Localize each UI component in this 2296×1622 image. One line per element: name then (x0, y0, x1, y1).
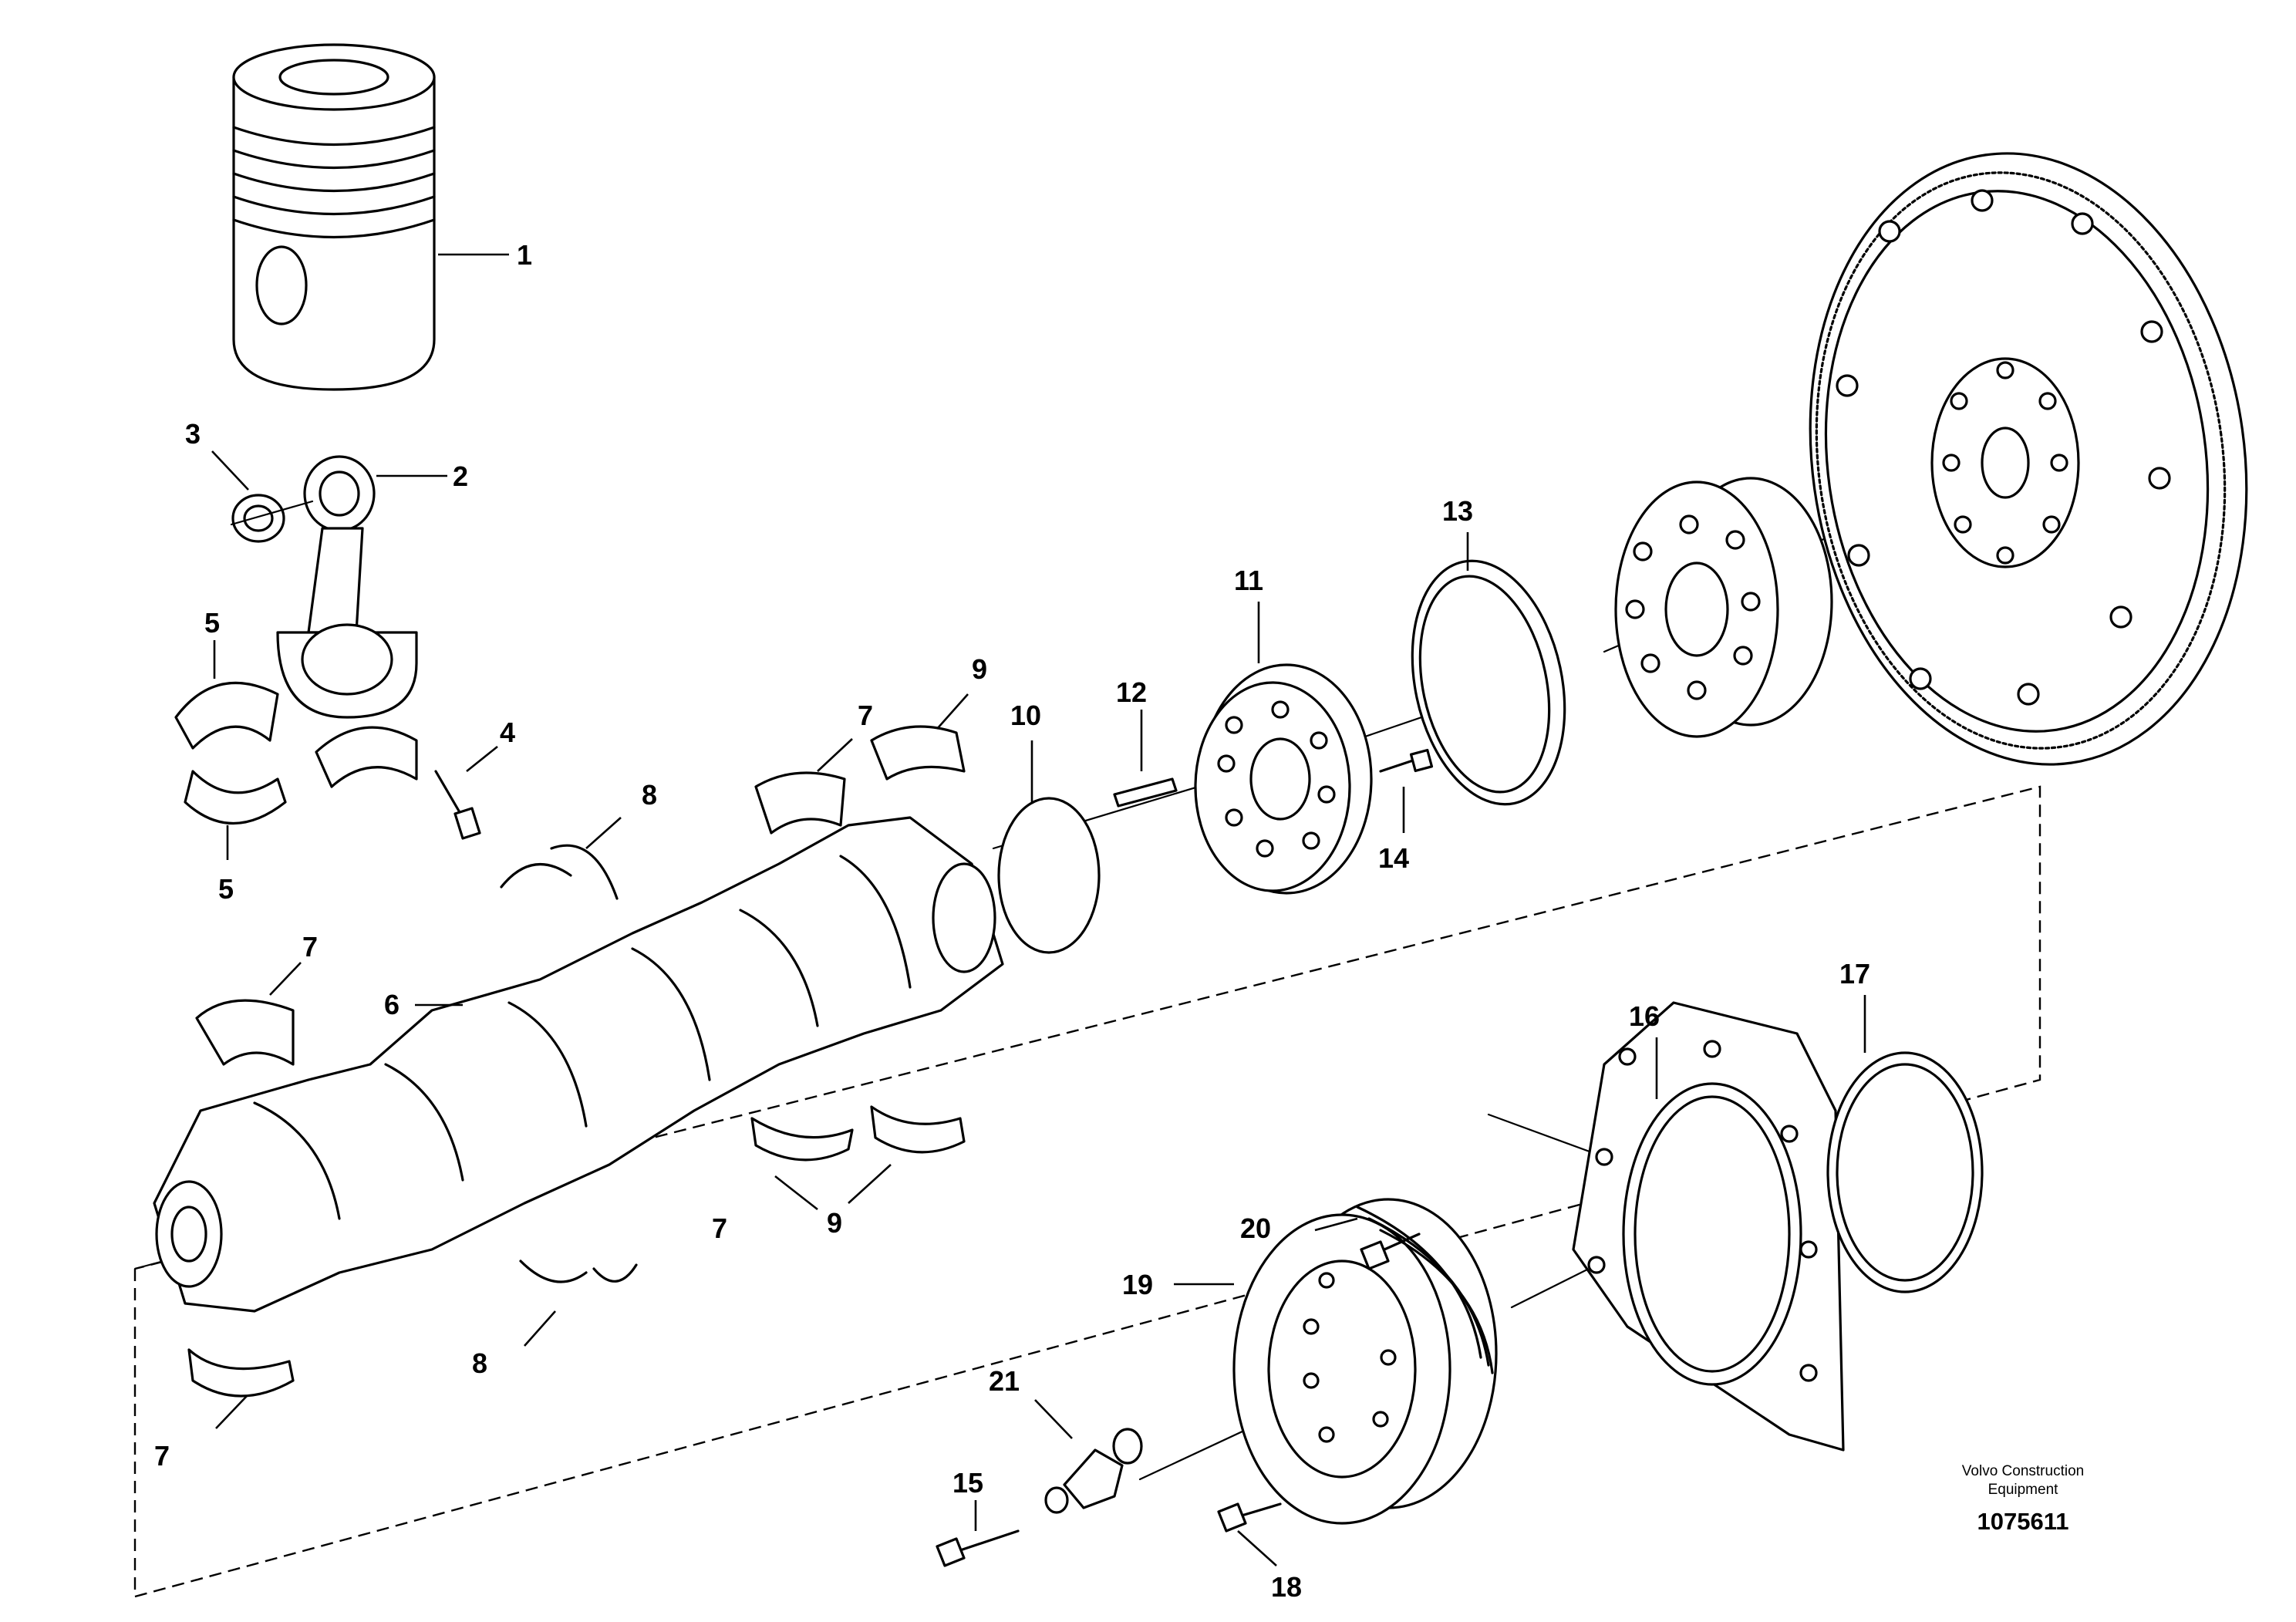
company-name-line1: Volvo Construction (1962, 1463, 2084, 1479)
callout-11: 11 (1234, 565, 1263, 596)
drawing-number: 1075611 (1977, 1508, 2069, 1535)
company-name-line2: Equipment (1988, 1482, 2059, 1498)
callout-12: 12 (1116, 676, 1147, 708)
callout-7-upper-mid: 7 (858, 700, 873, 731)
rear-seal-ring (1826, 1051, 1984, 1293)
callout-20: 20 (1240, 1212, 1271, 1244)
connecting-rod-bolt (434, 770, 481, 840)
callout-5-top: 5 (204, 607, 220, 639)
callout-6: 6 (384, 989, 400, 1020)
callout-7-lower-left: 7 (154, 1440, 170, 1472)
callout-10: 10 (1010, 700, 1041, 731)
callout-21: 21 (989, 1365, 1020, 1397)
leader-lines (211, 253, 1866, 1566)
callout-17: 17 (1839, 958, 1870, 990)
callout-18: 18 (1271, 1571, 1302, 1603)
hub-screw (1379, 748, 1434, 773)
callout-15: 15 (952, 1467, 983, 1499)
sensor-screw (936, 1529, 1020, 1567)
pulley-screw (1217, 1502, 1282, 1533)
callout-1: 1 (517, 239, 532, 271)
o-ring (997, 797, 1101, 954)
vibration-damper (1614, 477, 1833, 738)
piston (232, 43, 436, 391)
callout-19: 19 (1122, 1269, 1153, 1300)
drawing-caption: Volvo Construction Equipment 1075611 (1962, 1463, 2084, 1535)
sensor-bracket (1044, 1428, 1143, 1514)
front-seal-ring (1411, 559, 1566, 806)
crankshaft-pulley (1232, 1198, 1498, 1525)
callout-7-lower-mid: 7 (712, 1212, 727, 1244)
big-end-bearing-shells (174, 681, 418, 824)
flywheel (1809, 152, 2248, 766)
callout-3: 3 (185, 418, 201, 450)
assembly-boundary (133, 785, 2041, 1598)
main-bearing-shells (187, 771, 854, 1398)
thrust-washers (500, 844, 638, 1283)
callout-2: 2 (453, 460, 468, 492)
callout-7-upper-left: 7 (302, 931, 318, 963)
callout-14: 14 (1378, 842, 1409, 874)
rear-seal-housing (1572, 1001, 1845, 1452)
housing-flange-screw (1360, 1233, 1421, 1270)
dowel-pin (1113, 777, 1178, 808)
crankshaft (153, 816, 1004, 1313)
rear-main-bearing-shells (870, 725, 966, 1154)
callout-4: 4 (500, 717, 515, 748)
callout-16: 16 (1629, 1000, 1660, 1032)
callout-labels: 1 2 3 4 5 5 6 7 7 7 7 8 8 9 9 10 11 12 1… (154, 239, 1870, 1603)
callout-13: 13 (1442, 495, 1473, 527)
callout-8-upper: 8 (642, 779, 657, 811)
callout-9-upper: 9 (972, 653, 987, 685)
callout-8-lower: 8 (472, 1347, 487, 1379)
callout-9-lower: 9 (827, 1207, 842, 1239)
connecting-rod (276, 455, 418, 719)
small-end-bushing (230, 494, 314, 543)
callout-5-bottom: 5 (218, 873, 234, 905)
front-hub (1194, 663, 1373, 895)
